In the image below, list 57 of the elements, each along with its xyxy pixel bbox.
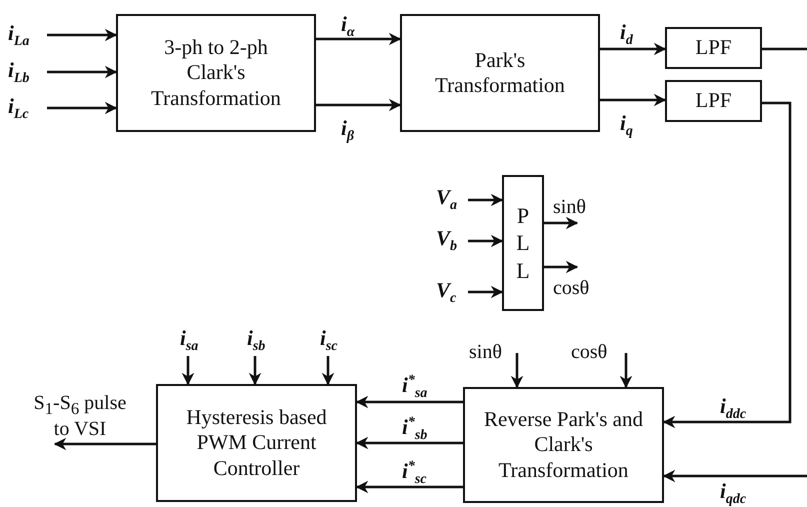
process-block [156, 384, 357, 502]
arrow [468, 286, 504, 298]
block-label: LPF [695, 35, 732, 61]
arrow [544, 216, 578, 230]
signal-label: i$_{β}$ [341, 118, 354, 144]
signal-label: i$_{α}$ [341, 14, 355, 40]
arrow [356, 396, 463, 408]
block-label: P L L [515, 202, 531, 284]
signal-label: i$_{qdc}$ [720, 481, 746, 507]
arrow [54, 438, 156, 450]
block-label: 3-ph to 2-ph Clark's Transformation [150, 35, 282, 111]
process-block [502, 175, 544, 311]
arrow [510, 353, 524, 388]
signal-label: cosθ [553, 278, 590, 298]
arrow [468, 194, 504, 206]
signal-label: V$_{b}$ [436, 228, 458, 254]
signal-label: V$_{a}$ [436, 187, 458, 214]
arrow [47, 102, 118, 114]
arrow [356, 436, 463, 450]
arrow [47, 66, 118, 78]
arrow [544, 260, 578, 274]
signal-label: i$_{ddc}$ [720, 396, 746, 422]
arrow [322, 356, 334, 386]
signal-label: S$_{1}$-S$_{6}$ pulse to VSI [32, 392, 128, 442]
process-block [463, 387, 664, 503]
filter-block [665, 80, 762, 122]
arrow [662, 102, 792, 428]
block-label: Hysteresis based PWM Current Controller [185, 405, 328, 481]
arrow [600, 94, 666, 106]
signal-label: i$_{sc}$ [320, 328, 338, 354]
signal-label: i$_{sa}$ [180, 328, 198, 354]
signal-label: sinθ [469, 342, 502, 362]
arrow [316, 98, 402, 112]
signal-label: i$_{Lb}$ [8, 60, 30, 86]
signal-label: sinθ [553, 197, 586, 217]
signal-label: i$_{La}$ [8, 23, 30, 50]
process-block [400, 14, 600, 132]
arrow [620, 353, 632, 388]
arrow [316, 32, 402, 46]
arrow [182, 356, 194, 386]
arrow [600, 42, 666, 56]
block-label: LPF [695, 88, 732, 114]
signal-label: i$_{q}$ [620, 113, 633, 140]
signal-label: V$_{c}$ [436, 280, 456, 306]
signal-label: i$_{d}$ [620, 22, 633, 48]
arrow [468, 234, 504, 248]
signal-label: cosθ [571, 342, 608, 362]
block-label: Reverse Park's and Clark's Transformation [484, 407, 644, 483]
signal-label: i$_{Lc}$ [8, 96, 29, 122]
filter-block [665, 27, 762, 69]
signal-label: i$_{sb}$ [247, 328, 266, 354]
arrow [662, 470, 807, 482]
block-label: Park's Transformation [434, 48, 566, 98]
arrow [47, 28, 118, 42]
arrow [356, 480, 463, 494]
process-block [116, 14, 316, 132]
arrow [248, 356, 262, 386]
